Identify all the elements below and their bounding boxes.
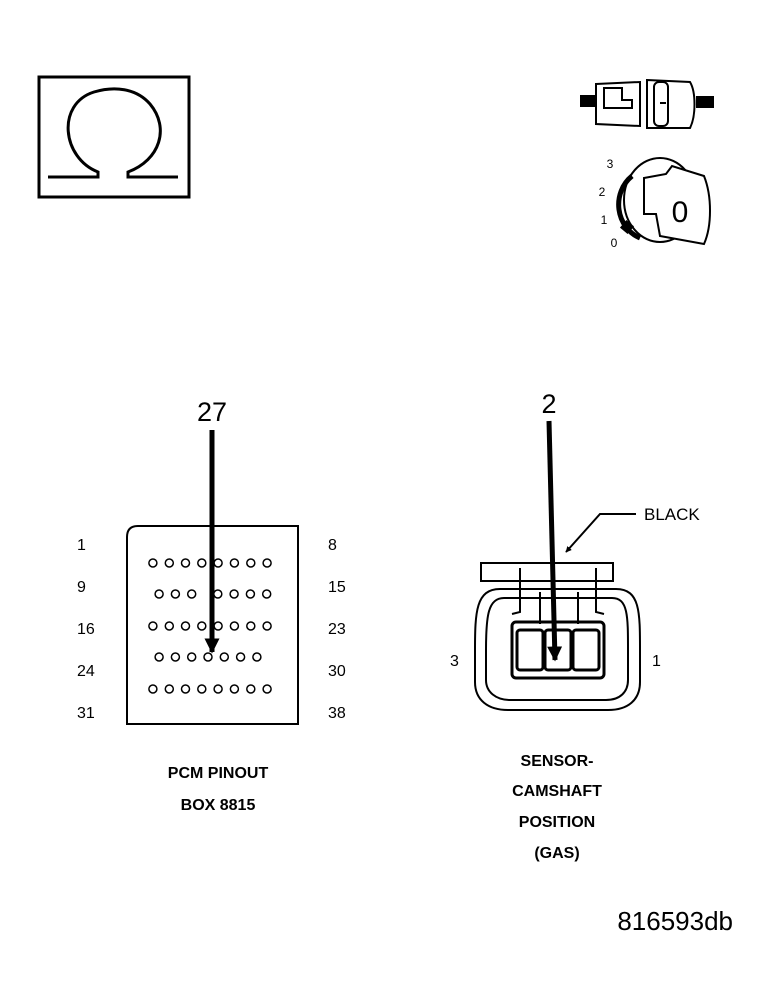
pcm-pin-hole [213, 621, 223, 631]
pcm-row-end-label: 23 [328, 621, 346, 638]
key-position-label: 0 [672, 196, 689, 229]
pcm-pin-hole [252, 652, 262, 662]
pcm-row-start-label: 31 [77, 705, 95, 722]
pcm-connector: 27 1 9 16 24 31 8 15 23 30 38 PCM PINOUT… [77, 397, 346, 814]
switch-position-0: 0 [611, 236, 618, 250]
pcm-pin-hole [229, 684, 240, 694]
pcm-pin-hole [213, 558, 223, 568]
pcm-pin-hole [186, 652, 197, 662]
pcm-pin-callout: 27 [197, 397, 227, 427]
pcm-pin-hole [170, 589, 181, 599]
sensor-caption-line: (GAS) [534, 845, 579, 862]
sensor-pin-callout: 2 [541, 389, 556, 419]
pcm-pin-hole [262, 621, 272, 631]
pcm-pin-hole [245, 589, 256, 599]
pcm-pin-hole [219, 652, 230, 662]
pcm-pin-hole [197, 684, 207, 694]
omega-icon [37, 75, 191, 199]
pcm-row-end-label: 15 [328, 579, 346, 596]
pcm-pin-hole [180, 684, 191, 694]
pcm-pin-hole [186, 589, 197, 599]
pcm-pin-hole [213, 589, 223, 599]
pcm-pin-hole [148, 558, 158, 568]
ignition-key-icon: 0 3 2 1 0 [599, 157, 711, 250]
pcm-caption-line2: BOX 8815 [181, 797, 256, 814]
sensor-caption-line: POSITION [519, 814, 595, 831]
pcm-pin-hole [154, 652, 164, 662]
pcm-row-end-label: 30 [328, 663, 346, 680]
disconnected-connector-icon [580, 78, 714, 129]
pcm-pin-hole [180, 621, 191, 631]
pcm-caption-line1: PCM PINOUT [168, 765, 269, 782]
pcm-pin-hole [164, 684, 175, 694]
pcm-pin-hole [170, 652, 181, 662]
sensor-pin-pointer-arrow [546, 420, 563, 662]
pcm-pin-hole [180, 558, 191, 568]
pcm-pin-hole [262, 684, 272, 694]
pcm-row-start-label: 1 [77, 537, 86, 554]
pcm-pin-hole [164, 621, 175, 631]
pcm-pin-hole [229, 558, 240, 568]
sensor-pin-label-right: 1 [652, 653, 661, 670]
pcm-pin-grid [148, 558, 272, 694]
pcm-pin-hole [229, 589, 239, 599]
pcm-row-start-label: 16 [77, 621, 95, 638]
pcm-pin-hole [246, 621, 256, 631]
pcm-row-start-label: 24 [77, 663, 95, 680]
pcm-pin-hole [262, 558, 272, 568]
figure-id: 816593db [617, 906, 733, 936]
sensor-caption-line: SENSOR- [521, 753, 594, 770]
black-color-leader [565, 513, 636, 553]
pcm-pin-hole [229, 621, 240, 631]
switch-position-3: 3 [607, 157, 614, 171]
pcm-pin-hole [148, 684, 158, 694]
pcm-row-start-label: 9 [77, 579, 86, 596]
pcm-pin-hole [148, 621, 158, 631]
switch-position-1: 1 [601, 213, 608, 227]
pcm-pin-hole [213, 684, 223, 694]
pcm-pin-hole [203, 652, 213, 662]
sensor-pin-label-left: 3 [450, 653, 459, 670]
pcm-row-end-label: 38 [328, 705, 346, 722]
pcm-pin-hole [246, 558, 256, 568]
sensor-connector: 2 BLACK 3 1 SENSOR- CAMSHAFT POSITION (G… [450, 389, 700, 862]
switch-position-2: 2 [599, 185, 606, 199]
pcm-pin-hole [154, 589, 164, 599]
sensor-color-label: BLACK [644, 505, 700, 524]
pcm-pin-hole [246, 684, 256, 694]
pcm-row-end-label: 8 [328, 537, 337, 554]
pcm-pin-hole [164, 558, 175, 568]
pcm-pin-hole [197, 621, 207, 631]
sensor-caption-line: CAMSHAFT [512, 783, 602, 800]
pcm-pin-hole [261, 589, 272, 599]
pcm-pin-hole [197, 558, 207, 568]
pcm-pin-hole [235, 652, 246, 662]
